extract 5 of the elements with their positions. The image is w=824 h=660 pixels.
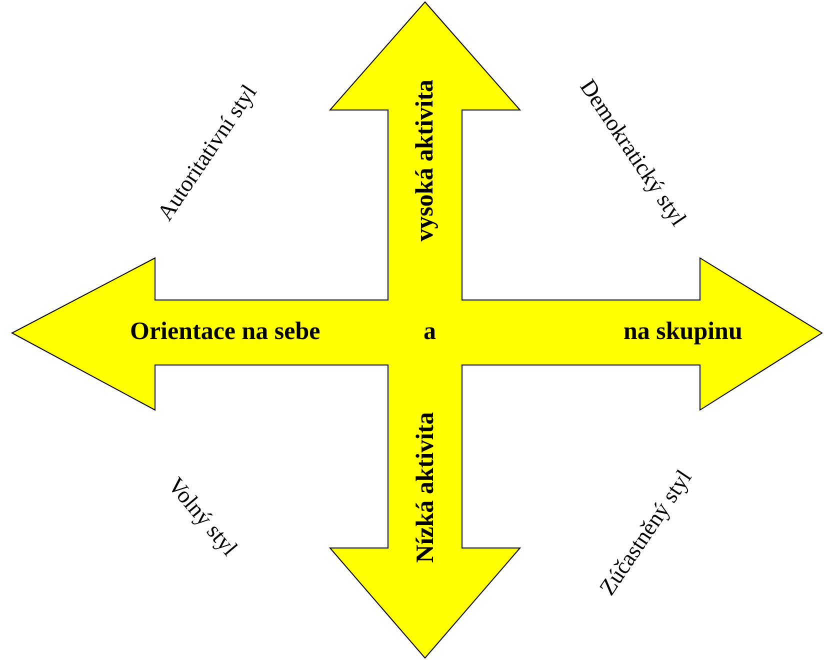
axis-label: Orientace na sebe [130, 318, 320, 344]
axis-label: na skupinu [624, 318, 742, 344]
axis-label: Nízká aktivita [412, 412, 438, 562]
axis-label: a [424, 318, 436, 344]
axis-label: vysoká aktivita [412, 79, 438, 241]
